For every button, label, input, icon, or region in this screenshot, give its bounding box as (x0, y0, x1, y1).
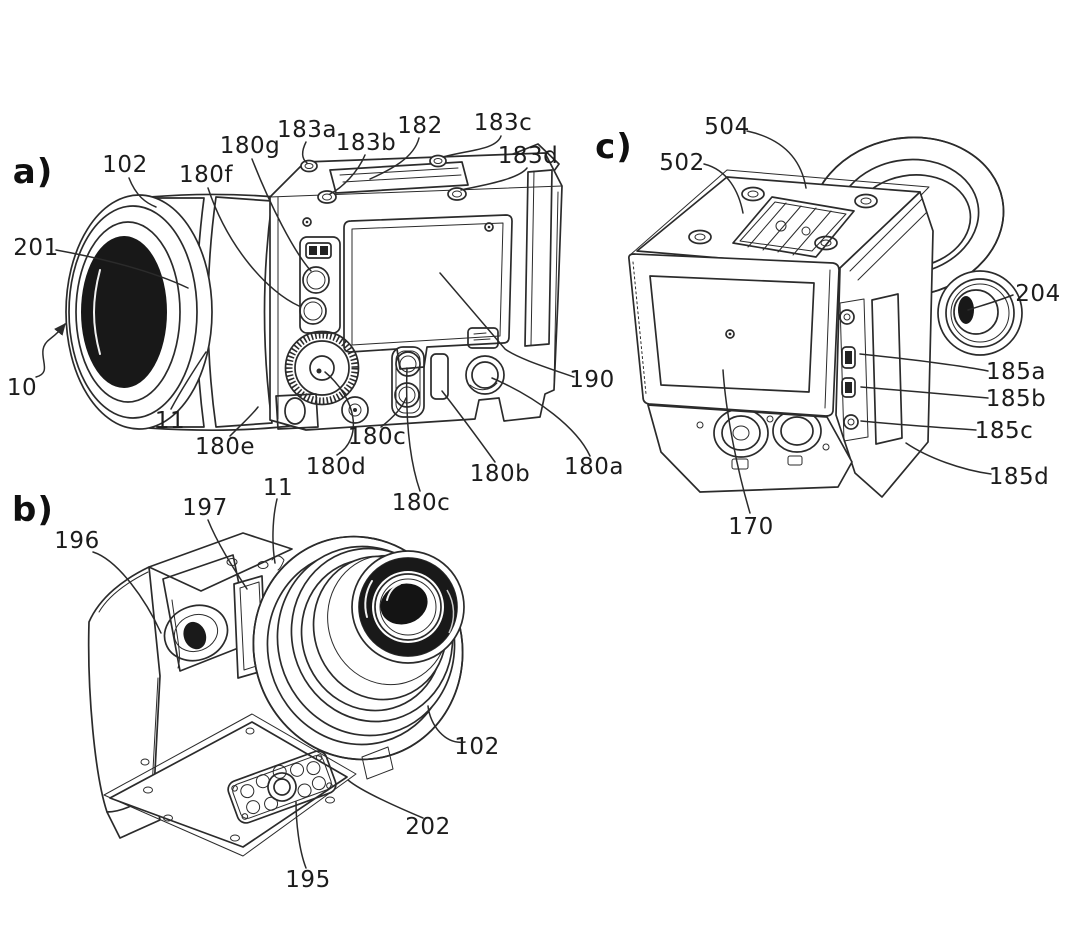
button-180f (299, 297, 327, 325)
view-a-camera-drawing (35, 135, 591, 492)
connector-panel (839, 298, 869, 442)
ref-label-a-180d: 180d (305, 454, 367, 480)
ref-label-c-504: 504 (704, 114, 750, 140)
ref-label-b-11: 11 (262, 475, 294, 501)
leader-lines-a (35, 135, 591, 492)
ref-label-c-185b: 185b (985, 386, 1047, 412)
ref-label-a-201: 201 (13, 235, 59, 261)
ref-label-a-180f: 180f (179, 162, 233, 188)
top-face-b (148, 532, 293, 592)
display-screen-170 (628, 253, 840, 417)
corner-bracket (361, 746, 394, 780)
button-180c-upper (395, 351, 421, 377)
view-tag-c: c) (595, 127, 633, 167)
lens-front-barrel (937, 270, 1023, 356)
ref-label-c-185c: 185c (974, 418, 1034, 444)
ref-label-a-190: 190 (569, 367, 615, 393)
bottom-plate-details (688, 186, 878, 258)
record-button-180a (465, 355, 505, 395)
screen-recess (343, 214, 513, 370)
ref-label-a-10: 10 (6, 375, 38, 401)
screw-boss-183d (447, 187, 467, 201)
connector-plate-195 (227, 750, 337, 824)
small-button (341, 396, 369, 424)
corner-lug-180e (275, 393, 319, 430)
ref-label-a-180c-lower: 180c (391, 490, 451, 516)
grip-knurl-strip (871, 293, 903, 445)
ref-label-b-197: 197 (182, 495, 228, 521)
arrow-10 (35, 322, 66, 378)
port-185c (843, 414, 859, 430)
body-right-side (835, 191, 934, 498)
ref-label-c-204: 204 (1015, 281, 1061, 307)
bottom-face (103, 713, 357, 857)
lens-barrel-b (252, 535, 465, 761)
leader-lines-c (703, 130, 1014, 514)
ref-label-a-180g: 180g (219, 133, 281, 159)
body-screw (484, 222, 494, 232)
ref-label-a-11: 11 (154, 408, 186, 434)
ref-label-a-183d: 183d (497, 143, 559, 169)
button-port (839, 309, 855, 325)
port-plate (467, 327, 499, 349)
leader-lines-b (92, 498, 466, 869)
ref-label-b-202: 202 (405, 814, 451, 840)
ref-label-a-183b: 183b (335, 130, 397, 156)
control-dial-180d (284, 330, 360, 406)
port-185a (841, 346, 856, 369)
lens-glass (81, 236, 167, 388)
ref-label-a-102: 102 (102, 152, 148, 178)
view-tag-a: a) (12, 152, 54, 192)
button-180g (302, 266, 330, 294)
ref-label-c-502: 502 (659, 150, 705, 176)
ref-label-a-180e: 180e (194, 434, 256, 460)
ref-label-a-183c: 183c (473, 110, 533, 136)
ref-label-a-183a: 183a (277, 117, 337, 143)
ref-label-b-195: 195 (285, 867, 331, 893)
screw-boss-183c (429, 154, 447, 168)
ref-label-c-170: 170 (728, 514, 774, 540)
ref-label-a-180c-upper: 180c (347, 424, 407, 450)
lens-opening-204 (958, 296, 974, 324)
view-c-camera-drawing (628, 130, 1023, 514)
ref-label-a-180a: 180a (564, 454, 624, 480)
ref-label-c-185d: 185d (988, 464, 1050, 490)
port-185b (841, 377, 856, 398)
ref-label-a-182: 182 (397, 113, 443, 139)
screen-hinge (524, 169, 553, 347)
view-tag-b: b) (12, 490, 54, 530)
body-screw (302, 217, 312, 227)
lens-barrel-a (65, 193, 299, 431)
rocker-switch-180g (305, 242, 332, 259)
tripod-rail-502 (732, 196, 855, 258)
view-b-camera-drawing (87, 498, 466, 869)
ref-label-b-196: 196 (54, 528, 100, 554)
top-rail-182 (329, 161, 469, 194)
screw-boss-183a (300, 159, 318, 173)
camera-body-a (269, 152, 563, 431)
ref-label-c-185a: 185a (986, 359, 1046, 385)
ref-label-b-102: 102 (454, 734, 500, 760)
focus-ring-knurl (207, 196, 273, 428)
scroll-wheel-180b (430, 353, 449, 400)
ref-label-a-180b: 180b (469, 461, 531, 487)
